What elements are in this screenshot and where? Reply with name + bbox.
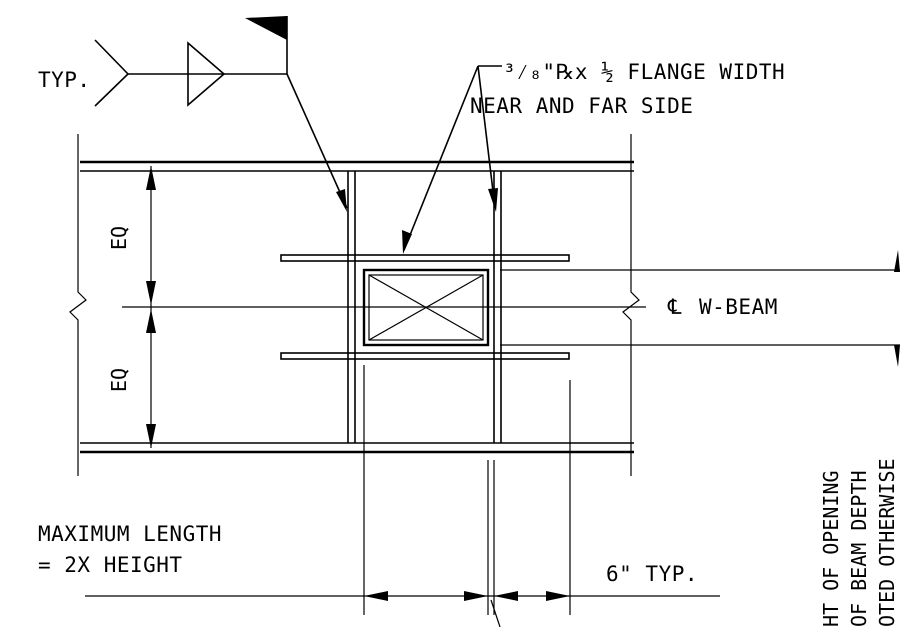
beam-flanges	[80, 160, 634, 454]
plate-leader-a-arrow	[402, 230, 412, 254]
eq-arrow-mid-down	[146, 309, 156, 333]
weld-tail	[94, 39, 130, 107]
side-note-line2: OF BEAM DEPTH	[847, 470, 871, 627]
bottom-reinforcing-plate	[280, 352, 570, 360]
weld-arrow-leader	[286, 73, 348, 209]
opening-diagonal-2	[368, 274, 484, 341]
max-length-line1: MAXIMUM LENGTH	[38, 522, 222, 546]
weld-arrow-head	[336, 189, 347, 212]
length-dimensions	[85, 365, 720, 627]
top-reinforcing-plate	[280, 254, 570, 262]
web-opening-inner	[368, 274, 484, 341]
dim-arrow-4	[546, 591, 570, 601]
right-break-line	[622, 134, 640, 476]
left-break-line	[69, 134, 87, 476]
eq-arrow-top	[146, 166, 156, 190]
web-opening	[362, 268, 490, 347]
eq-arrow-bottom	[146, 424, 156, 448]
web-opening-outer	[362, 268, 490, 347]
reinforcing-plates	[280, 254, 570, 360]
stiffener-leader	[490, 599, 501, 627]
plate-note: ³⁄₈"℞x ½ FLANGE WIDTH NEAR AND FAR SIDE	[402, 60, 785, 254]
opening-dim-arrow-bottom	[894, 345, 900, 367]
centerline-label: W-BEAM	[699, 295, 778, 319]
opening-dim-arrow-top	[894, 250, 900, 272]
weld-symbol: TYP.	[38, 16, 348, 212]
dim-arrow-3	[494, 591, 518, 601]
stiffeners	[347, 171, 502, 443]
six-typ-label: 6" TYP.	[606, 562, 698, 586]
fillet-weld-icon	[187, 41, 226, 107]
dim-arrow-1	[364, 591, 388, 601]
side-note-line1: HT OF OPENING	[819, 470, 843, 627]
plate-leader-b	[477, 65, 496, 209]
eq-arrow-mid-up	[146, 281, 156, 305]
plate-note-line1: ³⁄₈"℞x ½ FLANGE WIDTH	[503, 60, 785, 84]
side-note-line3: OTED OTHERWISE	[875, 458, 899, 627]
break-lines	[69, 134, 640, 476]
max-length-line2: = 2X HEIGHT	[38, 553, 183, 577]
eq-top-label: EQ	[107, 226, 131, 250]
weld-typ-label: TYP.	[38, 68, 91, 92]
plate-leader-a	[403, 65, 479, 251]
plate-leader-b-arrow	[488, 188, 498, 212]
plate-note-line2: NEAR AND FAR SIDE	[470, 94, 693, 118]
opening-height-dimension	[500, 250, 900, 367]
eq-bottom-label: EQ	[107, 368, 131, 392]
side-note: HT OF OPENING OF BEAM DEPTH OTED OTHERWI…	[819, 458, 899, 627]
eq-dimensions: EQ EQ	[107, 166, 156, 448]
centerline-symbol: ℄	[667, 295, 682, 319]
dim-arrow-2	[464, 591, 488, 601]
field-weld-flag-icon	[245, 16, 287, 40]
